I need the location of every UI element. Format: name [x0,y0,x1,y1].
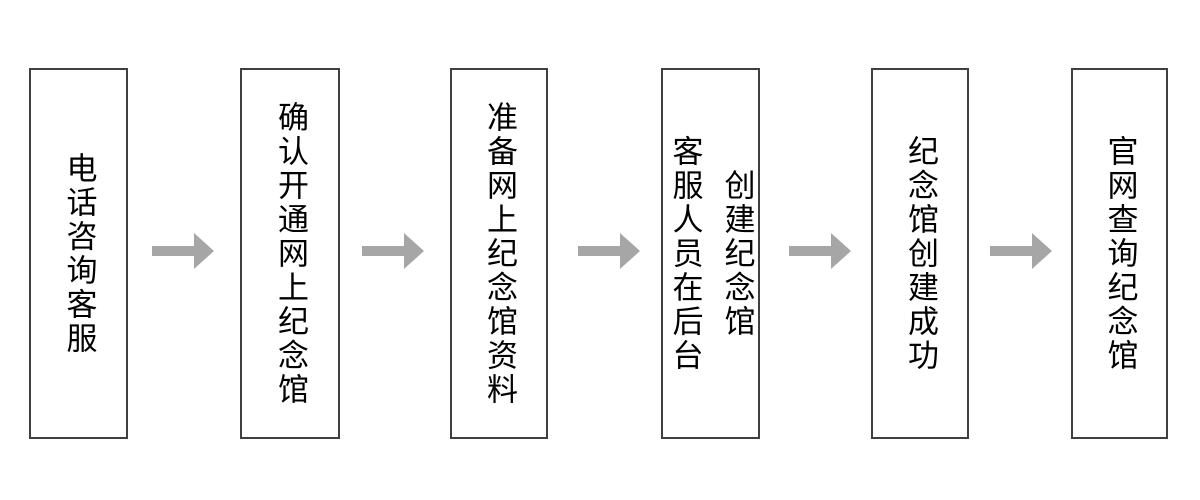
flow-step-2-label: 确认开通网上纪念馆 [273,100,308,407]
flow-step-6: 官网查询纪念馆 [1071,68,1168,439]
flow-step-2: 确认开通网上纪念馆 [240,68,340,439]
flow-step-4-label: 客服人员在后台 创建纪念馆 [667,134,755,373]
flow-step-1: 电话咨询客服 [29,68,128,439]
flow-step-5: 纪念馆创建成功 [871,68,969,439]
flow-step-3: 准备网上纪念馆资料 [450,68,548,439]
flow-step-3-label: 准备网上纪念馆资料 [482,100,517,407]
flow-step-5-label: 纪念馆创建成功 [903,134,938,373]
flow-step-1-label: 电话咨询客服 [61,151,97,356]
flow-step-6-label: 官网查询纪念馆 [1102,134,1138,373]
arrow-right-icon [362,233,424,269]
flow-step-4: 客服人员在后台 创建纪念馆 [661,68,760,439]
arrow-right-icon [152,233,214,269]
arrow-right-icon [578,233,640,269]
arrow-right-icon [789,233,851,269]
arrow-right-icon [990,233,1052,269]
